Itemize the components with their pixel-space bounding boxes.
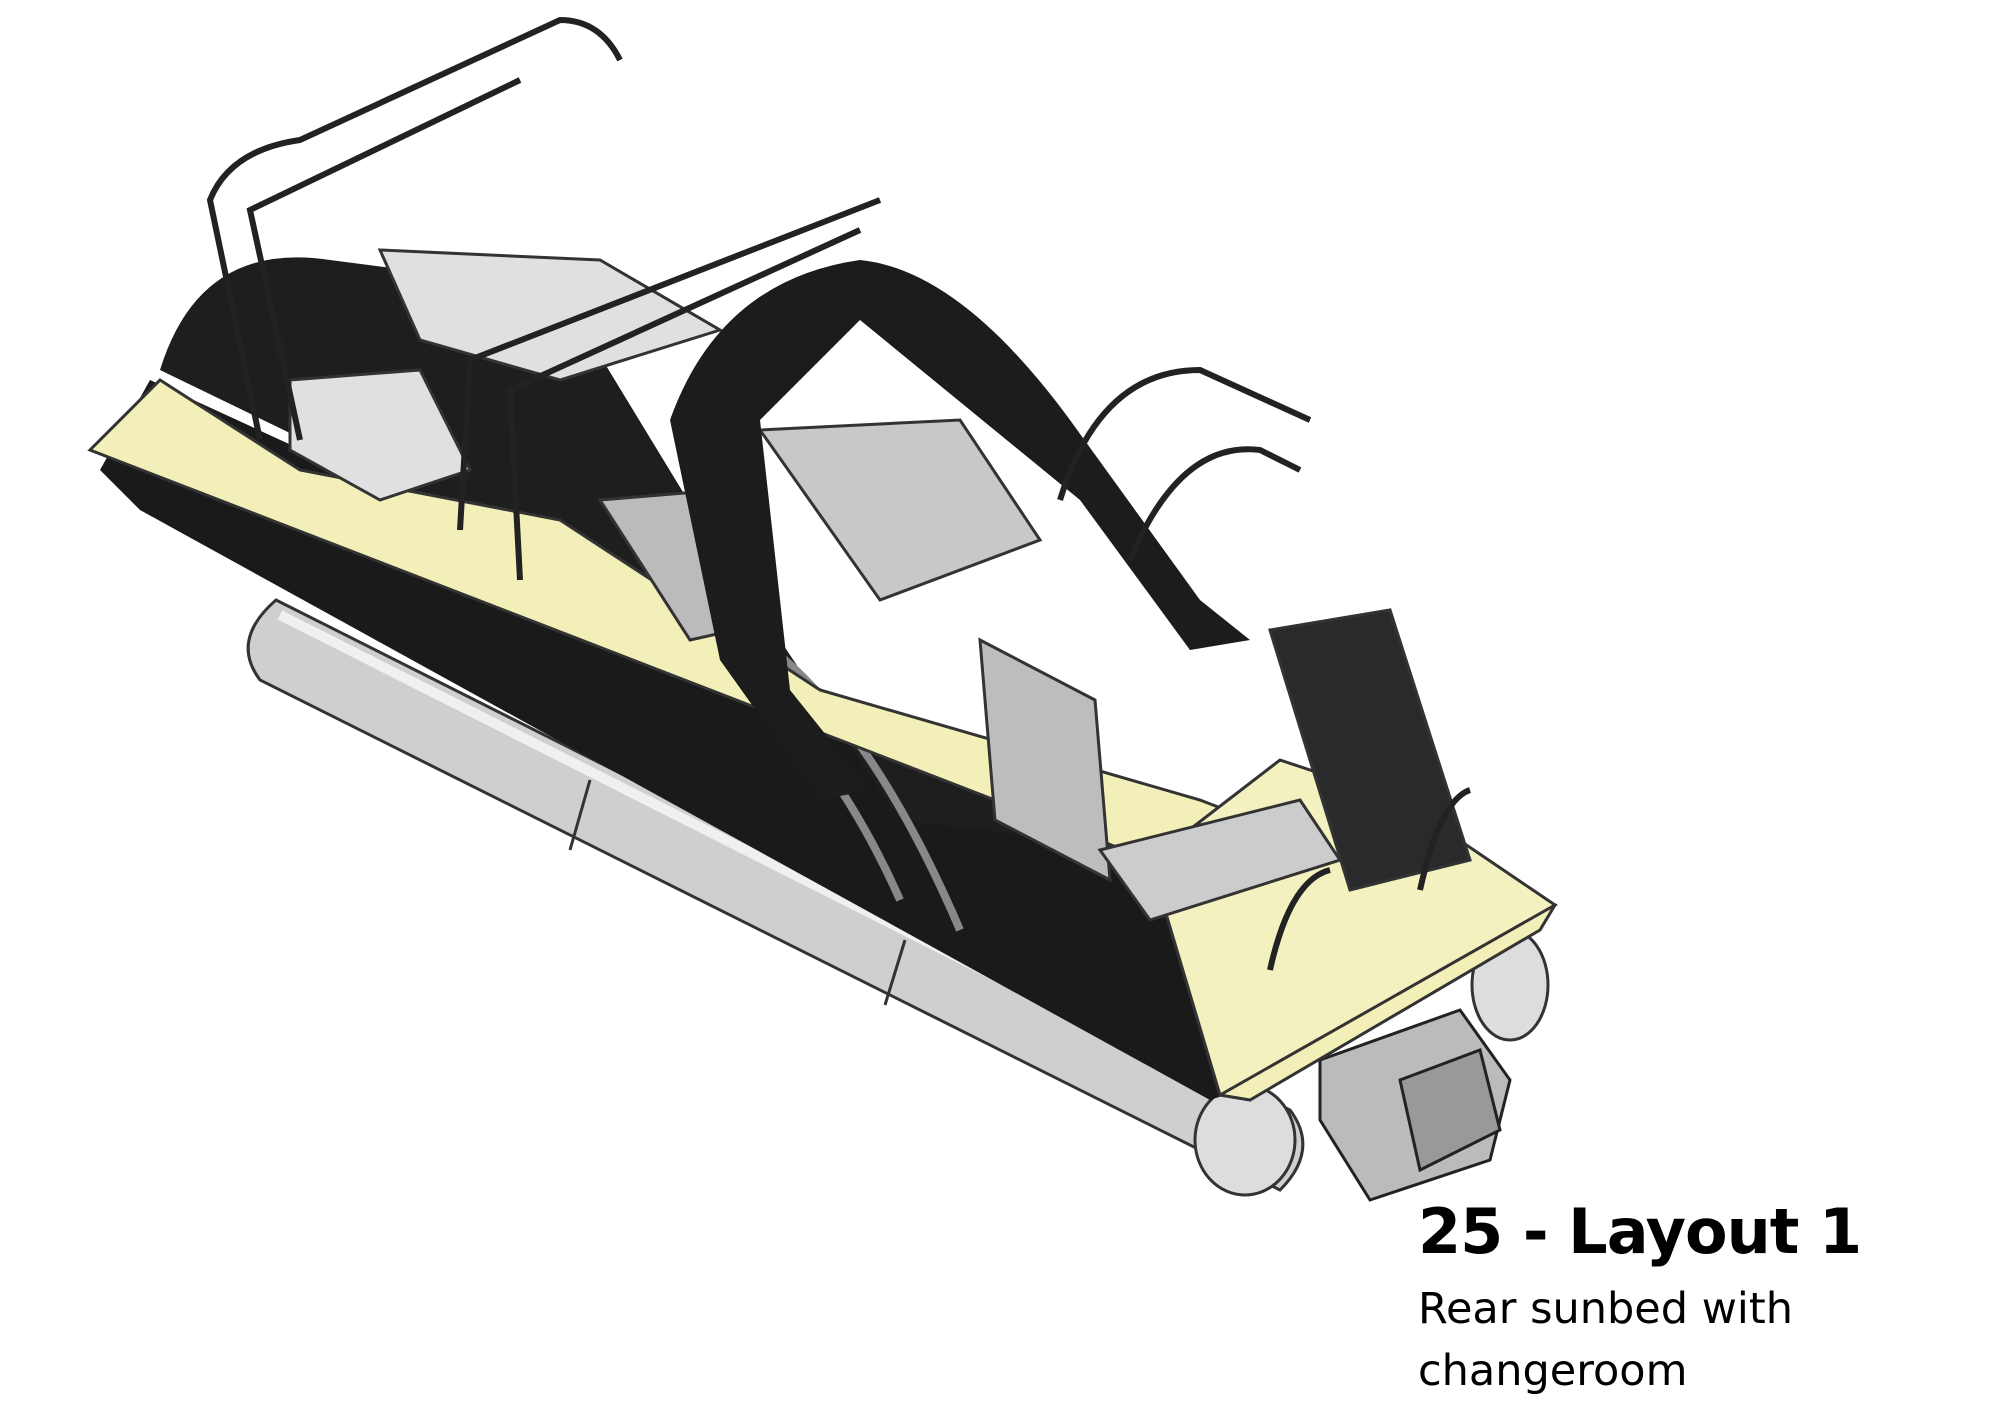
layout-caption: 25 - Layout 1 Rear sunbed with changeroo… bbox=[1418, 1196, 1938, 1402]
bimini-arch bbox=[670, 260, 1250, 800]
layout-description: Rear sunbed with changeroom bbox=[1418, 1284, 1793, 1396]
layout-title: 25 - Layout 1 bbox=[1418, 1195, 1862, 1268]
outboard-motor bbox=[1318, 1008, 1512, 1202]
frame-rails bbox=[206, 16, 1472, 971]
